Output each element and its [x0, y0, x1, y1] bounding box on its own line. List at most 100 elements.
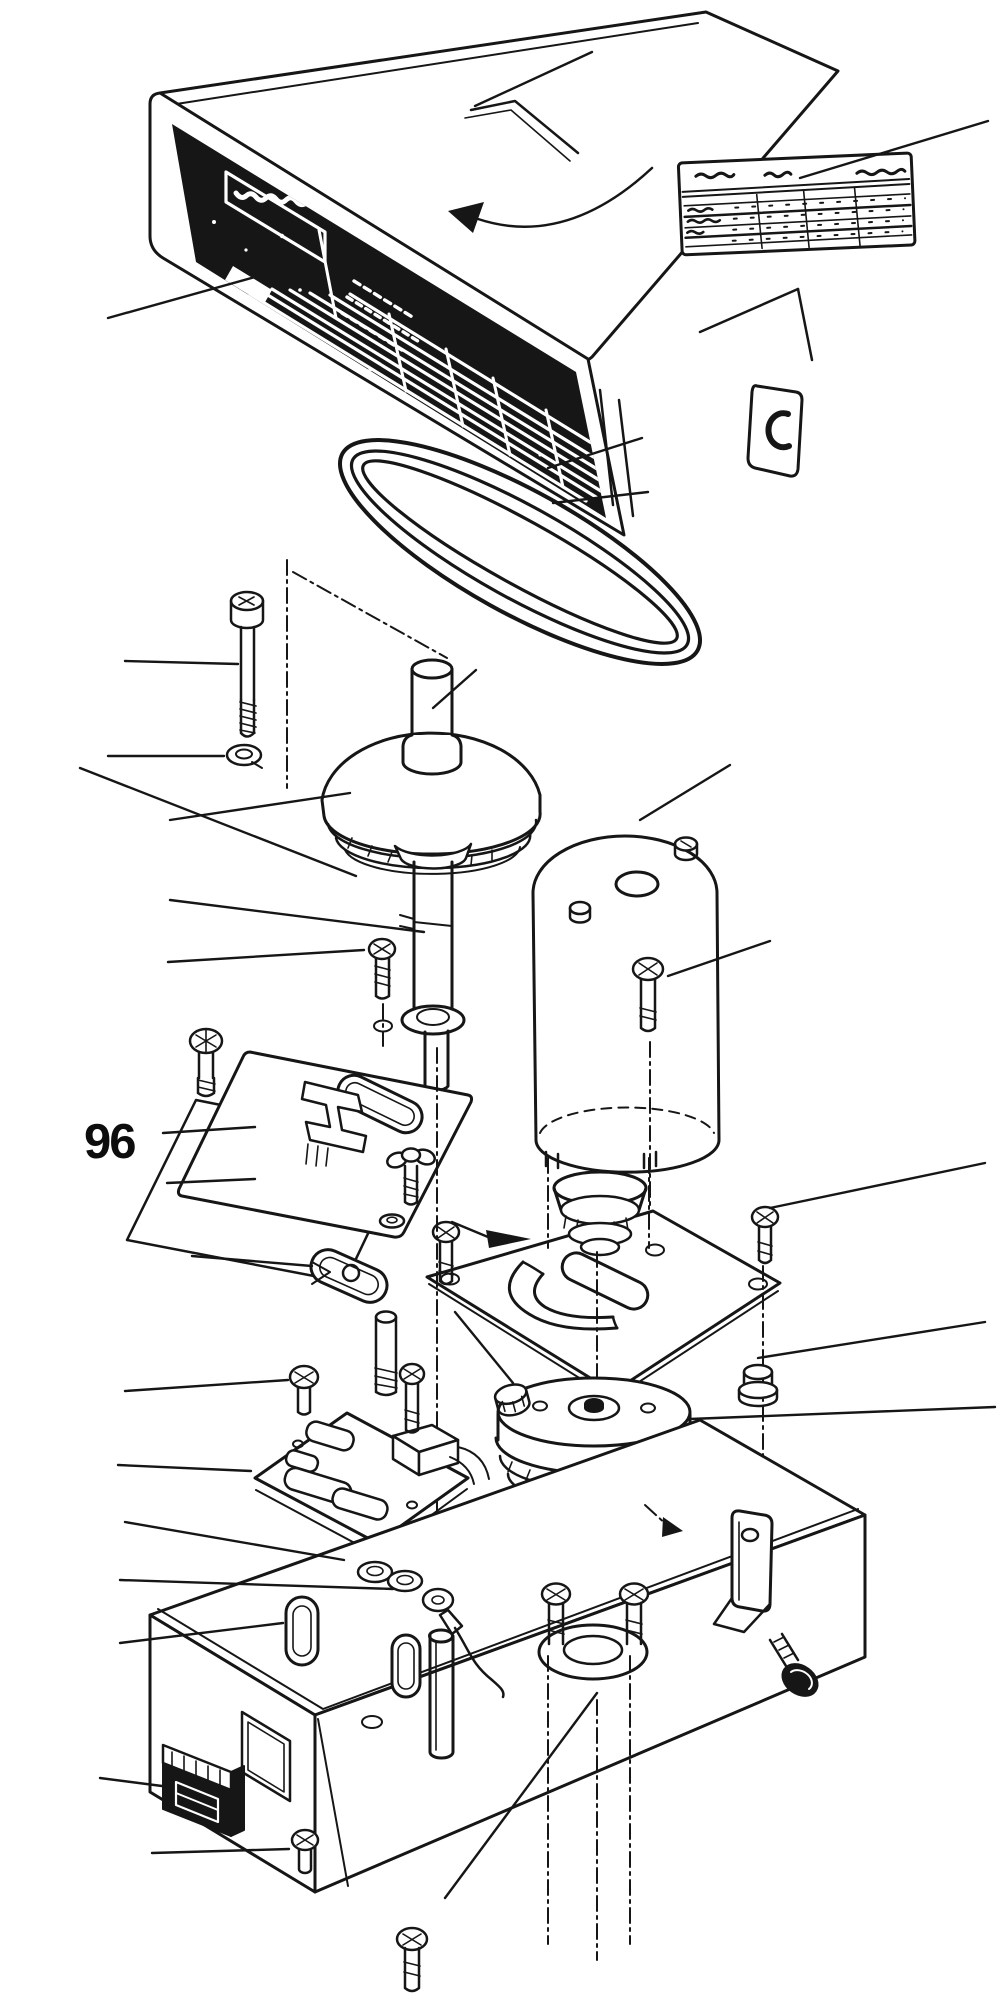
callout-motor	[638, 763, 732, 822]
cover-end-strip	[617, 398, 635, 518]
callout-pan-screw	[123, 1378, 290, 1393]
callout-leader-lines	[78, 50, 997, 1900]
callout-pulley-rings	[78, 766, 358, 878]
threaded-stud	[374, 1310, 398, 1397]
thumb-screw	[768, 1632, 819, 1697]
pulley-shaft	[399, 860, 466, 1092]
panel-text-line	[352, 279, 416, 320]
callout-washers	[118, 1578, 395, 1591]
board-wires	[449, 1446, 490, 1485]
motor-bottom-hidden-edge	[539, 1106, 715, 1134]
wing-bolt	[386, 1147, 436, 1206]
plate-hole	[373, 1019, 393, 1033]
hex-bolt-upper-left	[188, 1027, 224, 1098]
rocker-split	[175, 1792, 219, 1811]
insert-arrow-tail	[450, 1220, 490, 1239]
side-latch-bracket	[746, 384, 804, 478]
callout-boss	[431, 668, 478, 710]
plate-stadium-hole	[336, 1073, 424, 1135]
spec-table-heavy-rules	[683, 203, 913, 240]
motor-terminal	[568, 900, 592, 924]
felt-pad-notch	[311, 1261, 331, 1285]
rotate-arrow-icon	[476, 166, 654, 228]
callout-belt-1	[546, 436, 644, 470]
cover-step-notch-inner	[464, 109, 571, 162]
pin-standoff-1	[284, 1595, 320, 1667]
callout-hub-nut	[453, 1310, 515, 1385]
pin-standoff-2	[390, 1633, 422, 1699]
spec-table-header-squiggles	[694, 167, 907, 180]
base-screw-front	[290, 1828, 320, 1875]
insert-arrow-icon-small	[662, 1517, 683, 1537]
pan-screw-left	[288, 1364, 320, 1416]
callout-spacer	[123, 1520, 346, 1562]
pulley-boss-collar	[401, 733, 463, 776]
centerline	[547, 1157, 650, 1379]
disc-hole	[532, 1400, 548, 1412]
callout-pulley-dome	[168, 791, 352, 822]
panel-notch	[225, 266, 272, 304]
clutch-cone	[552, 1170, 648, 1257]
clamp-bolt-2	[618, 1582, 650, 1646]
callout-pcb	[116, 1463, 253, 1473]
corner-hole	[748, 1277, 768, 1291]
rocker-button	[174, 1780, 220, 1824]
latch-c-hook	[765, 410, 792, 451]
rocker-switch	[161, 1743, 245, 1837]
callout-felt-pad	[190, 1254, 314, 1268]
cover-side-edge	[796, 287, 814, 362]
capacitor	[305, 1420, 355, 1452]
drive-belt	[338, 438, 702, 666]
rotate-arrow-head	[448, 202, 484, 233]
callout-spec-table	[798, 119, 990, 180]
spec-table-row-labels	[686, 206, 722, 236]
corner-hole	[645, 1243, 665, 1257]
pulley-ring	[344, 846, 521, 875]
cover-side-edge	[698, 287, 800, 334]
felt-pad-hole	[341, 1263, 361, 1283]
motor-body	[531, 891, 721, 1174]
front-panel-artwork	[212, 170, 606, 507]
clamp-hatch	[305, 1143, 329, 1167]
spec-table-cell-marks	[731, 197, 907, 242]
socket-bolt-plate-right	[750, 1205, 780, 1265]
motor-terminal	[673, 836, 699, 862]
handwheel-pulley	[320, 658, 542, 875]
callout-front-panel	[106, 273, 264, 320]
callout-cap-screw	[123, 659, 240, 666]
callout-cover-top	[473, 50, 594, 108]
cover-step-notch	[469, 99, 580, 155]
centerline	[292, 571, 448, 659]
slide-clamp	[300, 1080, 368, 1154]
callout-bolt-right	[666, 939, 772, 978]
motor-studs	[544, 1150, 658, 1170]
top-plate	[425, 1209, 782, 1400]
hub-nut	[493, 1383, 531, 1417]
wire	[453, 1626, 505, 1699]
callout-shaft	[168, 898, 426, 934]
base-hole	[361, 1715, 383, 1729]
bottom-bolt	[395, 1926, 429, 1993]
callout-standoff	[118, 1621, 285, 1645]
base-fold-line	[317, 1718, 349, 1887]
kidney-slot-ends	[521, 1260, 619, 1330]
cap-screw-long	[229, 590, 265, 738]
disc-hole	[640, 1402, 656, 1414]
capacitor	[331, 1487, 389, 1521]
stadium-slot	[560, 1251, 650, 1311]
hex-bolt-right	[631, 956, 665, 1033]
callout-set-screw	[166, 948, 366, 964]
callout-plate-bolt	[768, 1161, 987, 1210]
motor-shaft-hole	[614, 870, 660, 898]
set-screw	[367, 937, 397, 1000]
wing-bolt-washer	[378, 1213, 406, 1229]
kidney-slot	[507, 1260, 619, 1331]
board-hole	[292, 1439, 304, 1449]
rubber-bushing	[737, 1363, 779, 1408]
shaft-key-notch	[399, 914, 415, 930]
corner-bracket	[712, 1509, 774, 1634]
panel-louver-stripes	[248, 287, 606, 503]
spec-table	[676, 151, 917, 257]
